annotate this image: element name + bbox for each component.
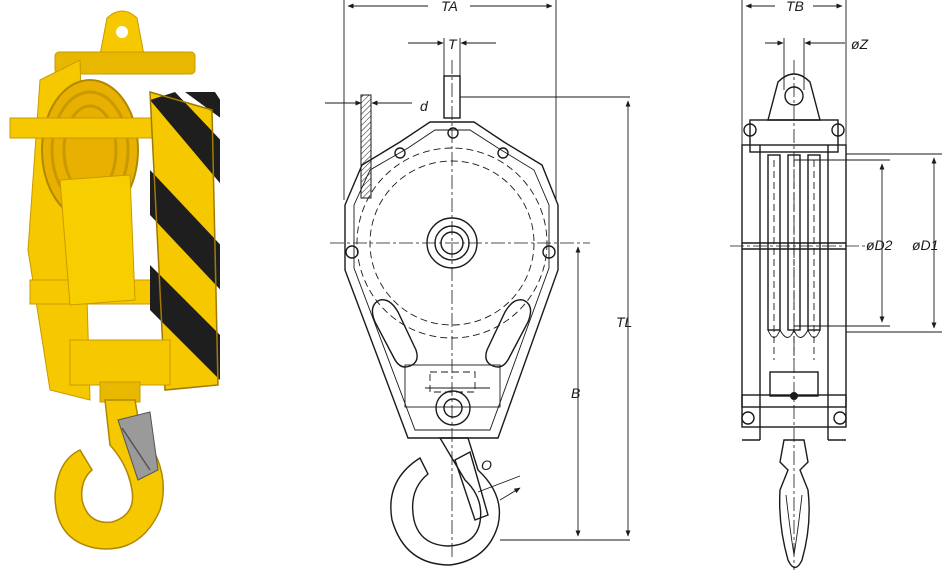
dim-label-z: øZ	[851, 36, 869, 52]
dim-label-ta: TA	[441, 0, 458, 14]
pulley-block-photo	[9, 10, 220, 550]
dim-label-d2: øD2	[866, 237, 893, 253]
hook-swivel	[435, 390, 471, 426]
dim-label-tb: TB	[786, 0, 804, 14]
dim-label-d: d	[420, 98, 429, 114]
dim-label-tl: TL	[616, 314, 632, 330]
top-crossbar	[54, 51, 196, 75]
striped-safety-plate	[150, 92, 220, 390]
hook-outline	[390, 437, 501, 566]
front-view-drawing: TA T d	[325, 0, 632, 566]
dim-label-o: O	[481, 457, 492, 473]
safety-latch	[117, 411, 159, 481]
hook-side-profile	[779, 439, 810, 569]
housing-outline	[344, 121, 559, 439]
dim-label-t: T	[448, 36, 458, 52]
side-view-drawing: TB øZ	[730, 0, 942, 570]
wire-rope	[360, 94, 372, 199]
dim-label-b: B	[571, 385, 580, 401]
dim-label-d1: øD1	[912, 237, 938, 253]
